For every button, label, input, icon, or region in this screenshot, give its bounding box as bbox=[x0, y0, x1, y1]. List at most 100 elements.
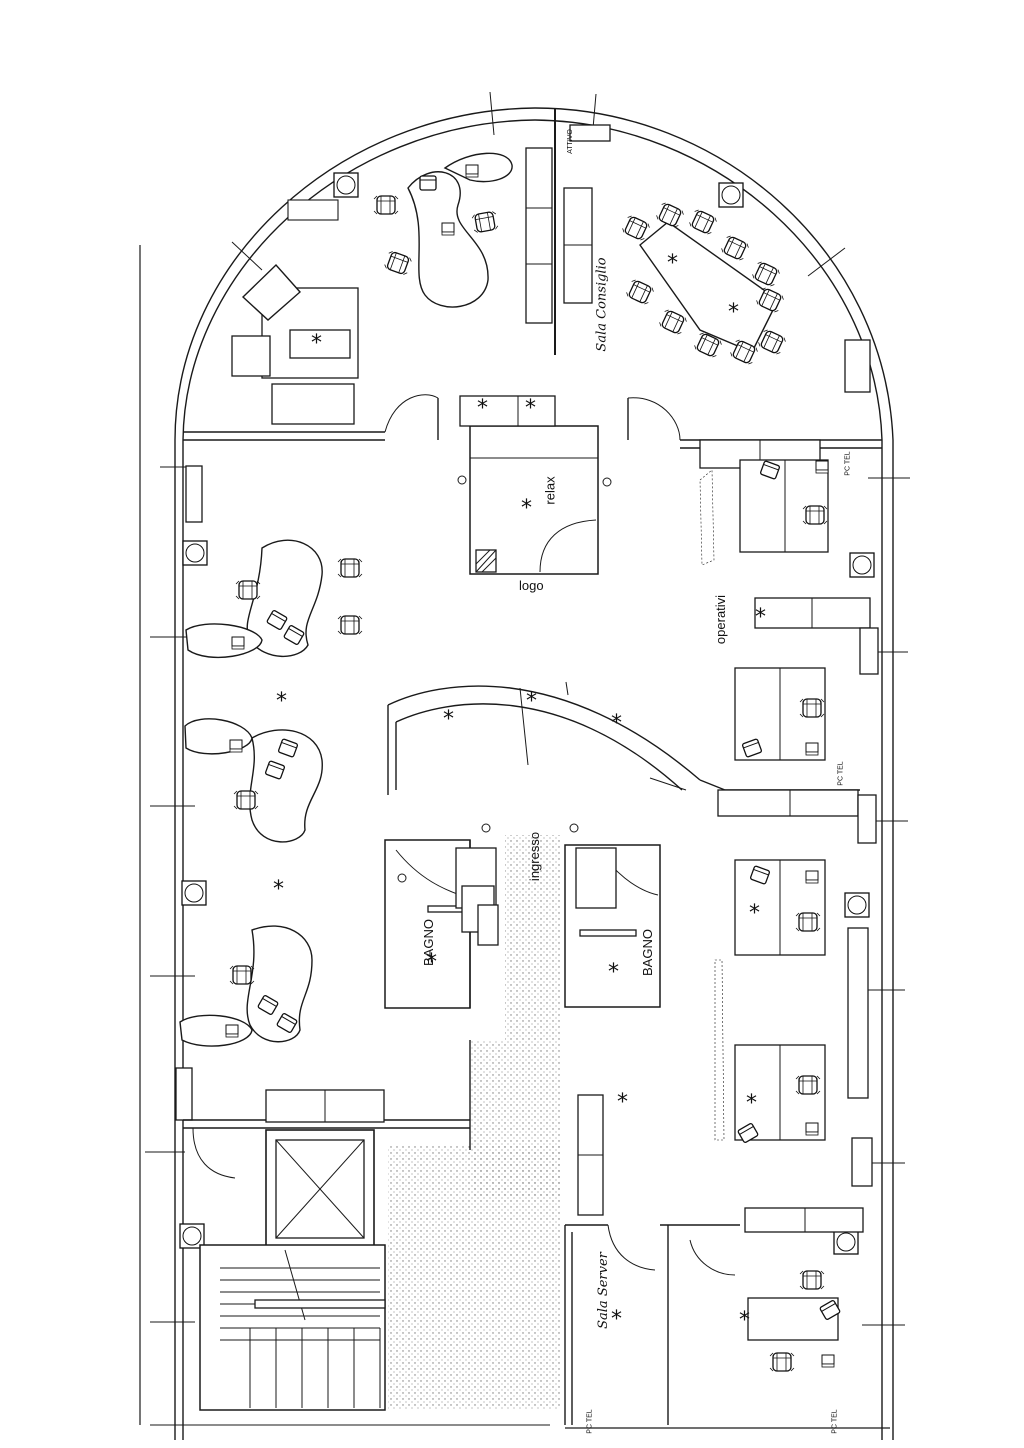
star-marker: * bbox=[276, 689, 287, 714]
column bbox=[844, 892, 870, 918]
desk-return bbox=[443, 152, 513, 183]
wall-line bbox=[699, 779, 726, 791]
armchair bbox=[241, 263, 301, 321]
star-marker: * bbox=[617, 1090, 628, 1115]
chair bbox=[687, 208, 719, 236]
hatch-area bbox=[699, 469, 715, 566]
column bbox=[333, 172, 359, 198]
dimension-tick bbox=[489, 91, 495, 136]
relax-room bbox=[469, 425, 599, 575]
radiator bbox=[175, 1067, 193, 1121]
room-label-ingresso: ingresso bbox=[527, 831, 543, 882]
star-marker: * bbox=[311, 331, 322, 356]
hatch bbox=[475, 549, 491, 565]
chair bbox=[337, 615, 363, 635]
outlet-marker: PC TEL bbox=[844, 451, 852, 476]
door-swing bbox=[607, 1224, 656, 1271]
dimension-tick bbox=[807, 247, 846, 277]
outer-wall bbox=[174, 107, 894, 441]
dimension-tick bbox=[231, 241, 263, 271]
chair bbox=[337, 558, 363, 578]
room-label-sala-server: Sala Server bbox=[595, 1252, 611, 1329]
chair bbox=[795, 912, 821, 932]
radiator bbox=[857, 794, 877, 844]
radiator bbox=[287, 199, 339, 221]
chair bbox=[657, 308, 689, 336]
socket bbox=[397, 873, 407, 883]
radiator bbox=[859, 627, 879, 675]
star-marker: * bbox=[526, 689, 537, 714]
column bbox=[833, 1229, 859, 1255]
cabinet bbox=[744, 1207, 864, 1233]
computer bbox=[231, 636, 245, 650]
chair bbox=[229, 965, 255, 985]
cabinet bbox=[717, 789, 859, 817]
desk bbox=[246, 539, 323, 658]
chair bbox=[719, 234, 751, 262]
hatch bbox=[481, 557, 497, 573]
star-marker: * bbox=[273, 877, 284, 902]
chair bbox=[233, 790, 259, 810]
column bbox=[181, 880, 207, 906]
hatch bbox=[475, 549, 497, 573]
chair bbox=[382, 249, 414, 277]
chair bbox=[654, 201, 686, 229]
socket bbox=[457, 475, 467, 485]
director-desk bbox=[407, 171, 489, 308]
landing bbox=[254, 1299, 386, 1309]
computer bbox=[805, 742, 819, 756]
computer bbox=[805, 1122, 819, 1136]
chair bbox=[624, 278, 656, 306]
fixture bbox=[477, 904, 499, 946]
cabinet bbox=[844, 339, 871, 393]
star-marker: * bbox=[443, 707, 454, 732]
chair bbox=[799, 1270, 825, 1290]
computer bbox=[805, 870, 819, 884]
star-marker: * bbox=[749, 901, 760, 926]
stipple-floor bbox=[388, 1145, 560, 1410]
computer bbox=[229, 739, 243, 753]
sink-unit bbox=[575, 847, 617, 909]
star-marker: * bbox=[477, 396, 488, 421]
grab-bar bbox=[579, 929, 637, 937]
table-top bbox=[289, 329, 351, 359]
star-marker: * bbox=[728, 300, 739, 325]
chair bbox=[620, 214, 652, 242]
room-label-logo: logo bbox=[519, 578, 544, 593]
relax-cabinet bbox=[459, 395, 556, 427]
radiator bbox=[851, 1137, 873, 1187]
wall-line bbox=[649, 777, 687, 791]
wall-line bbox=[519, 687, 529, 766]
socket bbox=[569, 823, 579, 833]
door-swing bbox=[539, 519, 597, 573]
star-marker: * bbox=[611, 1307, 622, 1332]
conference-table bbox=[639, 221, 779, 353]
chair bbox=[470, 210, 500, 234]
chair bbox=[419, 175, 437, 191]
armchair bbox=[231, 335, 271, 377]
star-marker: * bbox=[755, 605, 766, 630]
wall-line bbox=[565, 681, 569, 696]
door-swing bbox=[627, 397, 681, 441]
cabinet bbox=[847, 927, 869, 1099]
outlet-marker: PC TEL bbox=[586, 1409, 594, 1434]
socket bbox=[602, 477, 612, 487]
sofa bbox=[271, 383, 355, 425]
chair bbox=[769, 1352, 795, 1372]
lift-cross bbox=[275, 1139, 365, 1239]
stipple-floor bbox=[505, 835, 560, 1200]
room-label-operativi: operativi bbox=[713, 594, 729, 645]
room-label-relax: relax bbox=[542, 476, 558, 505]
computer bbox=[465, 164, 479, 178]
star-marker: * bbox=[611, 711, 622, 736]
chair bbox=[235, 580, 261, 600]
cabinet bbox=[525, 147, 553, 324]
stipple-floor bbox=[470, 1040, 505, 1200]
hatch-area bbox=[714, 959, 725, 1141]
reception-wall-inner bbox=[395, 703, 683, 791]
outlet-marker: PC TEL bbox=[837, 761, 845, 786]
column bbox=[718, 182, 744, 208]
socket bbox=[481, 823, 491, 833]
desk bbox=[246, 925, 313, 1043]
room-label-sala-consiglio: Sala Consiglio bbox=[594, 257, 610, 352]
